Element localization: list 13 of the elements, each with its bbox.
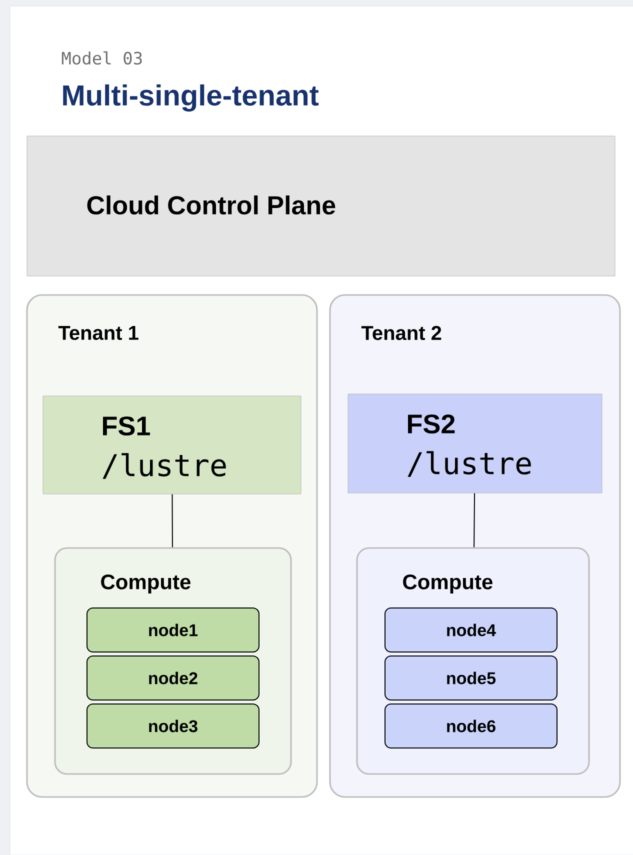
model-number: Model 03: [62, 51, 142, 65]
title: Multi-single-tenant: [63, 84, 319, 112]
compute-node-box: node6: [384, 704, 558, 748]
filesystem-box: FS2 /lustre: [348, 394, 602, 494]
compute-node-box: node5: [384, 656, 558, 700]
compute-node-box: node3: [86, 704, 260, 748]
compute-node-box: node4: [384, 608, 558, 652]
connector-line: [172, 494, 173, 548]
compute-node-box: node2: [86, 656, 260, 700]
control-plane-box: Cloud Control Plane: [26, 136, 616, 276]
compute-node-box: node1: [86, 608, 260, 652]
connector-line: [474, 492, 476, 548]
filesystem-box: FS1 /lustre: [42, 396, 302, 494]
